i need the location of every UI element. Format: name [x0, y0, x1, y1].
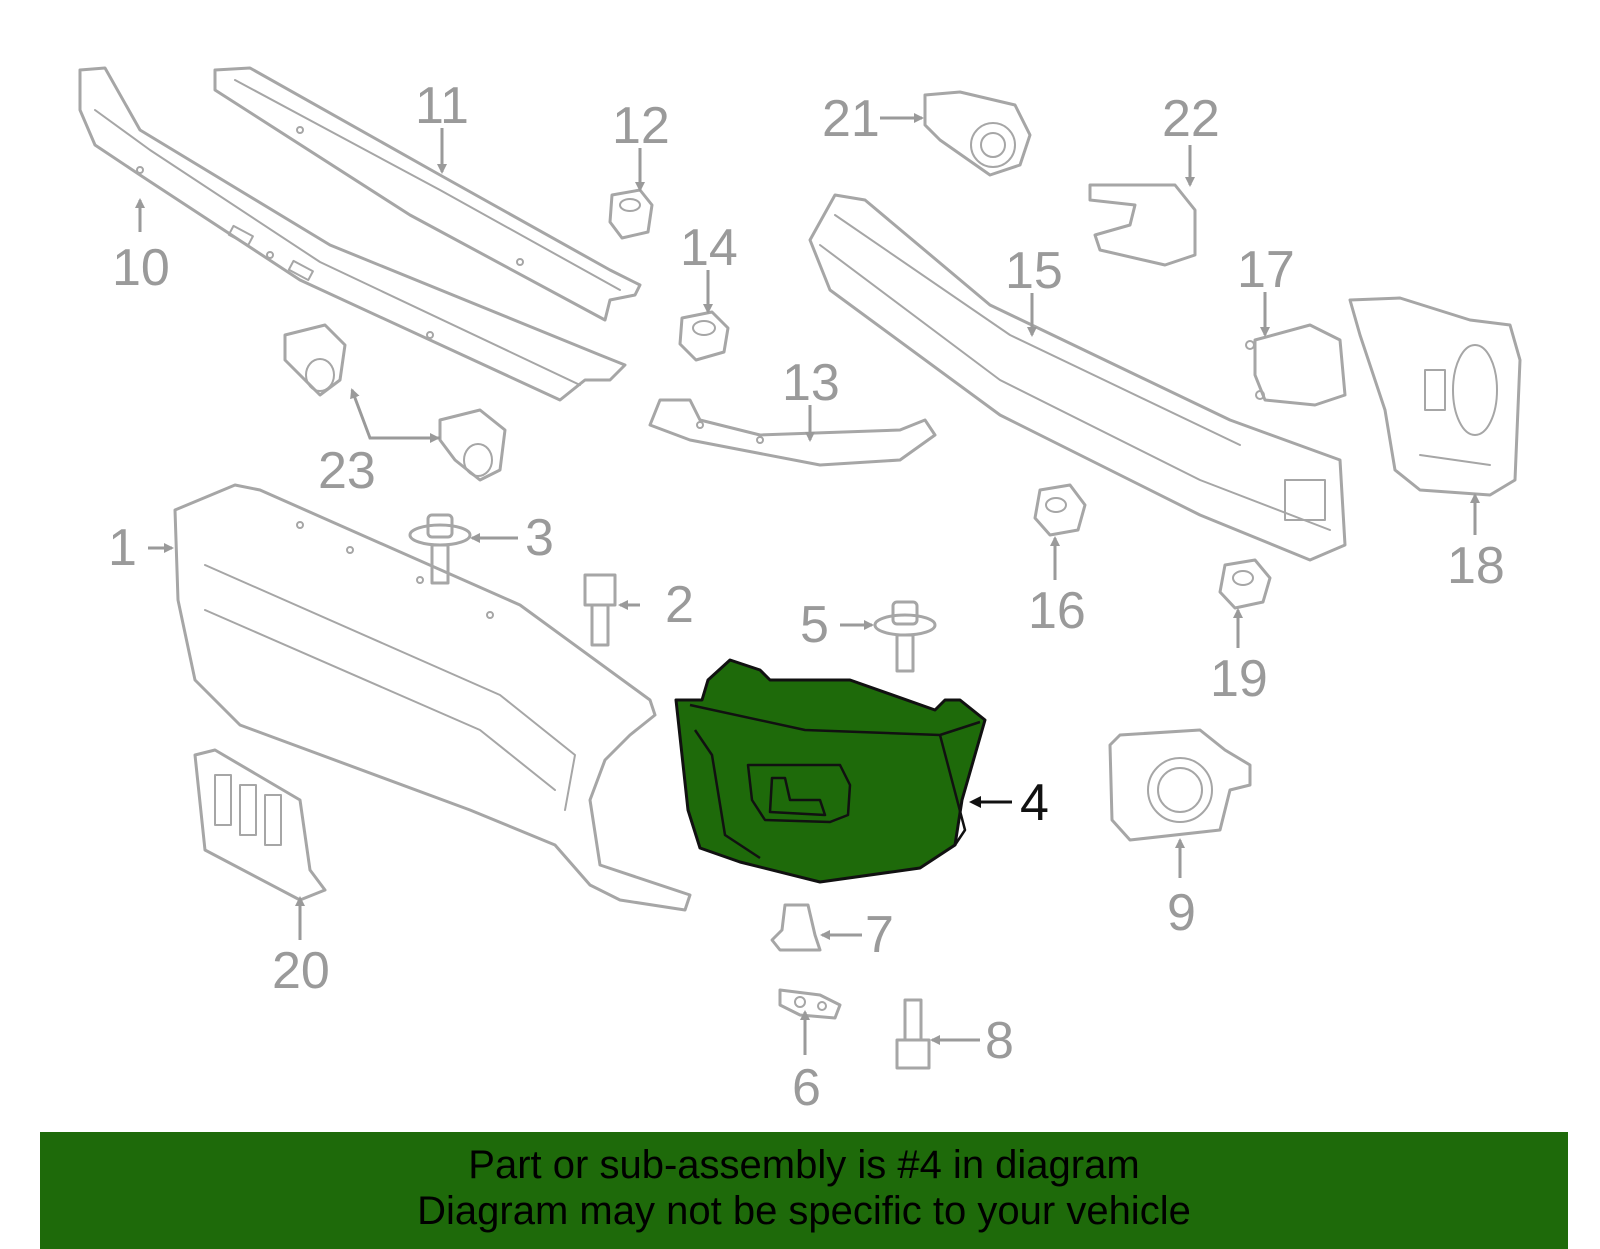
part-20-plate	[193, 748, 327, 902]
part-14-nut	[678, 310, 730, 362]
callout-11: 11	[415, 77, 469, 135]
part-15-reinforcement	[808, 193, 1347, 562]
callout-16: 16	[1028, 582, 1086, 640]
callout-5: 5	[800, 596, 829, 654]
callout-15: 15	[1005, 242, 1063, 300]
callout-20: 20	[272, 942, 330, 1000]
part-18-support	[1348, 296, 1522, 497]
part-3-clip	[408, 513, 472, 585]
info-banner: Part or sub-assembly is #4 in diagram Di…	[40, 1132, 1568, 1249]
part-8-bolt	[895, 998, 931, 1070]
part-6-washer	[778, 988, 842, 1020]
part-12-nut	[608, 188, 654, 240]
part-1-bumper-cover	[173, 483, 692, 912]
callout-12: 12	[612, 97, 670, 155]
callout-14: 14	[680, 219, 738, 277]
callout-3: 3	[525, 509, 554, 567]
part-10-reinforcement	[78, 66, 627, 402]
part-2-bolt	[583, 573, 617, 647]
banner-line-1: Part or sub-assembly is #4 in diagram	[468, 1143, 1140, 1187]
part-5-clip	[873, 600, 937, 673]
callout-19: 19	[1210, 650, 1268, 708]
part-4-highlighted-extension	[674, 658, 987, 884]
leader-arrows	[135, 113, 1480, 1055]
part-21-sensor	[923, 90, 1032, 177]
part-17-stay	[1245, 323, 1347, 407]
part-13-bracket	[648, 398, 937, 467]
callout-9: 9	[1167, 884, 1196, 942]
part-11-upper-bar	[213, 66, 642, 322]
part-16-nut	[1033, 483, 1087, 537]
callout-4: 4	[1020, 774, 1049, 832]
callout-7: 7	[865, 906, 894, 964]
callout-8: 8	[985, 1012, 1014, 1070]
part-9-fog-bezel	[1108, 728, 1252, 842]
callout-17: 17	[1237, 241, 1295, 299]
part-7-clip	[770, 903, 822, 952]
callout-10: 10	[112, 239, 170, 297]
banner-line-2: Diagram may not be specific to your vehi…	[417, 1189, 1191, 1233]
callout-6: 6	[792, 1059, 821, 1117]
callout-21: 21	[822, 90, 880, 148]
part-19-nut	[1218, 558, 1272, 610]
part-23-brackets	[283, 323, 507, 482]
part-22-bracket	[1088, 183, 1197, 267]
callout-23: 23	[318, 442, 376, 500]
callout-22: 22	[1162, 90, 1220, 148]
callout-13: 13	[782, 354, 840, 412]
callout-2: 2	[665, 576, 694, 634]
callout-18: 18	[1447, 537, 1505, 595]
callout-1: 1	[108, 519, 137, 577]
